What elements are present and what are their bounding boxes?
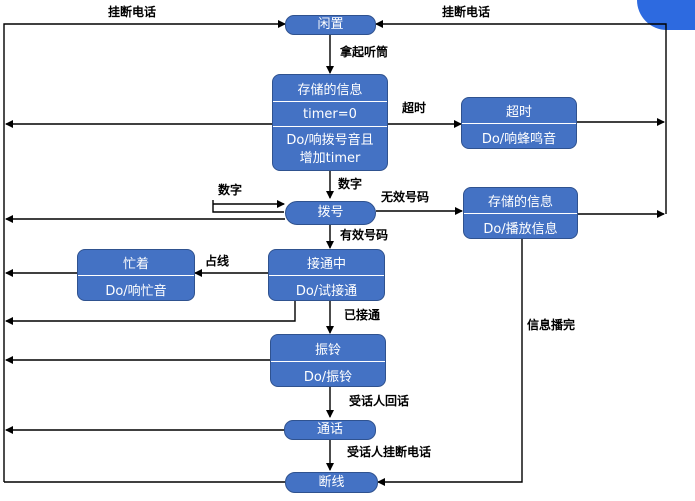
state-stored-info-1: 存储的信息 timer=0 Do/响拨号音且 增加timer <box>272 74 388 171</box>
label-hangup-right: 挂断电话 <box>442 5 491 19</box>
label-invalid-number: 无效号码 <box>381 190 430 204</box>
digit-self-loop <box>212 200 284 213</box>
ringing-action: Do/振铃 <box>271 361 385 386</box>
state-busy: 忙着 Do/响忙音 <box>77 249 195 301</box>
hangup-right-line <box>375 20 667 214</box>
state-disconnected-label: 断线 <box>318 475 345 490</box>
state-idle-label: 闲置 <box>317 17 344 32</box>
state-stored-info-2: 存储的信息 Do/播放信息 <box>463 187 578 239</box>
label-digit-self: 数字 <box>218 183 243 197</box>
label-line-busy: 占线 <box>205 254 230 268</box>
label-callee-hangs-up: 受话人挂断电话 <box>347 445 432 459</box>
busy-title: 忙着 <box>122 257 149 272</box>
state-idle: 闲置 <box>285 15 376 35</box>
connecting-action: Do/试接通 <box>269 275 384 300</box>
state-ringing: 振铃 Do/振铃 <box>270 334 386 387</box>
message-done-line <box>377 239 523 486</box>
state-timeout: 超时 Do/响蜂鸣音 <box>461 97 577 149</box>
label-timeout: 超时 <box>402 101 427 115</box>
hangup-left-line <box>3 20 286 482</box>
state-connecting: 接通中 Do/试接通 <box>268 249 385 301</box>
label-callee-answers: 受话人回话 <box>349 394 410 408</box>
state-talking: 通话 <box>284 420 376 440</box>
state-talking-label: 通话 <box>316 422 343 437</box>
label-connected: 已接通 <box>344 308 381 322</box>
state-dialing-label: 拨号 <box>317 205 344 220</box>
stored-info-1-action-2: 增加timer <box>299 150 361 166</box>
stored-info-1-title: 存储的信息 <box>297 82 363 98</box>
label-valid-number: 有效号码 <box>340 228 389 242</box>
connecting-to-bus <box>5 301 296 325</box>
label-digit: 数字 <box>338 177 363 191</box>
label-message-done: 信息播完 <box>527 318 576 332</box>
busy-action: Do/响忙音 <box>78 275 194 300</box>
state-dialing: 拨号 <box>285 201 376 225</box>
stored-info-1-action-1: Do/响拨号音且 <box>286 132 374 148</box>
label-hangup-left: 挂断电话 <box>108 5 157 19</box>
connecting-title: 接通中 <box>306 257 346 272</box>
stored-info-2-action: Do/播放信息 <box>464 213 577 238</box>
ringing-title: 振铃 <box>314 342 341 358</box>
timeout-title: 超时 <box>505 105 532 120</box>
stored-info-2-title: 存储的信息 <box>487 195 553 210</box>
state-disconnected: 断线 <box>285 472 378 493</box>
label-pick-up: 拿起听筒 <box>340 45 389 59</box>
timeout-action: Do/响蜂鸣音 <box>462 123 576 148</box>
stored-info-1-vars: timer=0 <box>273 101 387 126</box>
